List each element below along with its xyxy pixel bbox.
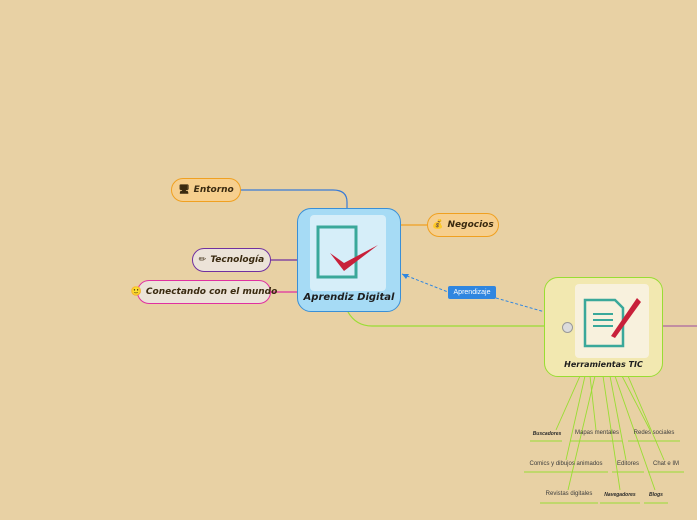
leaf-navegadores[interactable]: Navegadores [604,492,636,498]
secondary-node[interactable]: Herramientas TIC [544,277,663,377]
leaf-blogs[interactable]: Blogs [649,492,663,498]
node-negocios-label: Negocios [447,220,494,230]
connector-herramientas [347,311,545,327]
collapse-dot[interactable] [562,322,573,333]
connector-entorno [240,189,348,209]
computer-icon: 🖥 [178,185,190,195]
pencil-icon: ✏ [198,255,207,265]
central-node[interactable]: Aprendiz Digital [297,208,401,312]
leaf-chat-im[interactable]: Chat e IM [652,461,679,467]
leaf-redes-sociales[interactable]: Redes sociales [633,430,675,436]
relationship-line [401,273,546,313]
node-conectando[interactable]: 🙂 Conectando con el mundo [131,280,277,304]
node-tecnologia-label: Tecnología [210,255,265,265]
leaf-mapas-mentales[interactable]: Mapas mentales [574,430,620,436]
node-entorno-label: Entorno [193,185,234,195]
secondary-title: Herramientas TIC [564,360,643,369]
relationship-arrowhead [402,274,409,279]
document-pen-image [575,284,649,358]
leaf-buscadores[interactable]: Buscadores [532,431,562,437]
node-tecnologia[interactable]: ✏ Tecnología [192,248,271,272]
node-conectando-label: Conectando con el mundo [145,287,278,297]
leaf-comics[interactable]: Comics y dibujos animados [529,461,603,467]
money-bag-icon: 💰 [432,220,444,230]
relationship-label[interactable]: Aprendizaje [448,286,496,299]
checkmark-image [310,215,386,291]
central-title: Aprendiz Digital [303,292,395,303]
node-negocios[interactable]: 💰 Negocios [427,213,499,237]
node-entorno[interactable]: 🖥 Entorno [171,178,241,202]
smiley-icon: 🙂 [130,287,142,297]
leaf-connectors [524,375,684,504]
leaf-revistas-digitales[interactable]: Revistas digitales [545,491,593,497]
leaf-editores[interactable]: Editores [616,461,639,467]
